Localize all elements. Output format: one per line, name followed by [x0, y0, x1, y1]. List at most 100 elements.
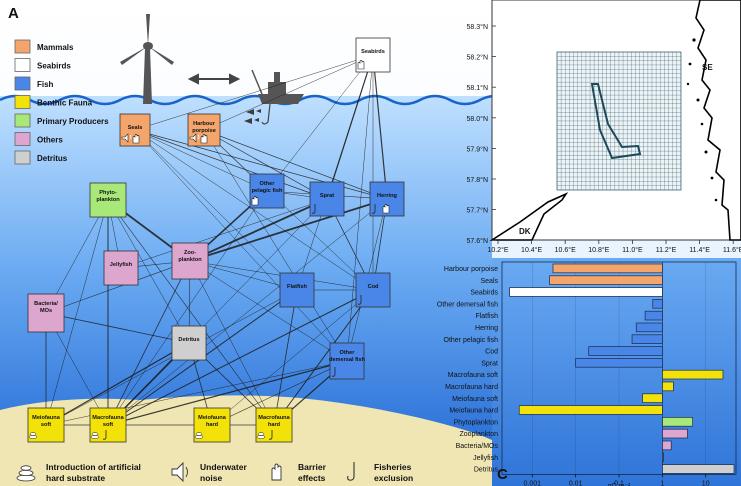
food-web-link — [134, 129, 298, 291]
lon-label: 11.0°E — [622, 246, 643, 254]
legend-label: Others — [37, 136, 63, 145]
node-label: Meiofauna — [198, 415, 227, 421]
lat-label: 57.9°N — [467, 145, 488, 153]
node-label: Macrofauna — [92, 415, 124, 421]
wind-turbine-icon — [120, 14, 174, 104]
node-label: Cod — [368, 284, 379, 290]
x-tick-label: 0.001 — [524, 480, 542, 486]
lon-label: 10.2°E — [487, 246, 508, 254]
node-phyto: Phyto-plankton — [89, 182, 127, 218]
legend-label: Primary Producers — [37, 117, 109, 126]
node-box — [27, 293, 65, 333]
fisheries-exclusion-icon — [357, 295, 362, 305]
node-label: soft — [41, 422, 51, 428]
pressure-legend-label: effects — [298, 473, 326, 483]
category-label: Zooplankton — [459, 431, 498, 438]
food-web-link — [211, 360, 348, 426]
node-label: Sprat — [320, 193, 334, 199]
bar — [575, 358, 663, 368]
food-web-link — [45, 342, 190, 426]
category-label: Macrofauna hard — [445, 384, 498, 391]
food-web-link — [189, 260, 348, 362]
artificial-substrate-icon — [194, 432, 204, 439]
bar — [661, 369, 724, 380]
fisheries-exclusion-icon — [311, 204, 316, 214]
node-label: porpoise — [192, 128, 216, 134]
node-box — [89, 182, 127, 218]
legend-swatch — [14, 39, 31, 54]
food-web-link — [266, 54, 374, 192]
food-web-link — [107, 198, 328, 426]
food-web-link — [45, 199, 109, 426]
node-label: Seals — [128, 125, 143, 131]
node-flatfish: Flatfish — [279, 272, 315, 308]
fishing-hook-icon — [261, 103, 271, 125]
food-web-link — [189, 198, 328, 262]
node-label: soft — [103, 422, 113, 428]
category-label: Meiofauna hard — [449, 408, 498, 415]
bar — [661, 440, 672, 451]
legend-swatch — [14, 132, 31, 146]
node-detritus: Detritus — [171, 325, 207, 361]
bar — [644, 310, 663, 321]
x-axis-label: gC m⁻² — [608, 483, 631, 486]
study-area-grid — [556, 51, 682, 191]
category-label: Other demersal fish — [437, 301, 498, 308]
category-label: Seals — [480, 278, 498, 285]
lat-label: 58.3°N — [467, 23, 488, 31]
bar — [552, 263, 663, 274]
wind-farm-outline — [590, 83, 642, 160]
food-web-link — [120, 198, 328, 269]
sea-surface-wave — [0, 94, 511, 106]
lat-label: 57.8°N — [467, 176, 488, 184]
pressure-legend-label: exclusion — [374, 473, 413, 483]
node-label: Seabirds — [361, 49, 385, 55]
artificial-substrate-icon — [90, 432, 100, 439]
legend-label: Benthic Fauna — [37, 99, 93, 108]
fisheries-exclusion-icon — [347, 462, 355, 481]
bar — [642, 393, 663, 403]
lon-label: 10.6°E — [555, 246, 576, 254]
lat-label: 58.2°N — [467, 54, 488, 62]
node-cod: Cod — [355, 272, 391, 308]
node-label: Jellyfish — [110, 262, 133, 268]
pressure-legend-label: Introduction of artificial — [46, 462, 141, 472]
legend-swatch — [14, 150, 31, 165]
latitude-labels: 58.3°N58.2°N58.1°N58.0°N57.9°N57.8°N57.7… — [467, 23, 496, 245]
node-label: Herring — [377, 193, 397, 199]
food-web-link — [203, 129, 328, 200]
legend-swatch — [14, 113, 31, 128]
panel-b: B SE DK 58.3°N58.2°N58.1°N58.0°N57.9°N57… — [467, 0, 741, 258]
category-label: Herring — [475, 325, 498, 332]
food-web-link — [107, 199, 190, 344]
food-web-link — [107, 360, 348, 426]
node-box — [329, 342, 365, 380]
food-web-link — [273, 289, 298, 426]
bar — [588, 346, 663, 356]
food-web-link — [273, 289, 374, 426]
fisheries-exclusion-icon — [371, 204, 376, 214]
fish-school-icon — [244, 109, 261, 124]
food-web-link — [107, 260, 191, 426]
label-se: SE — [702, 63, 713, 72]
underwater-noise-icon — [189, 133, 200, 143]
food-web-link — [203, 54, 374, 131]
node-label: hard — [206, 422, 219, 428]
fisheries-exclusion-icon — [268, 430, 273, 440]
underwater-noise-icon — [171, 461, 188, 483]
node-seals: Seals — [119, 113, 151, 147]
food-web-link — [189, 198, 388, 262]
food-web-link — [107, 190, 268, 426]
lat-label: 58.1°N — [467, 84, 488, 92]
barrier-effects-icon — [251, 196, 259, 206]
legend-label: Detritus — [37, 154, 68, 163]
category-label: Other pelagic fish — [444, 337, 499, 344]
